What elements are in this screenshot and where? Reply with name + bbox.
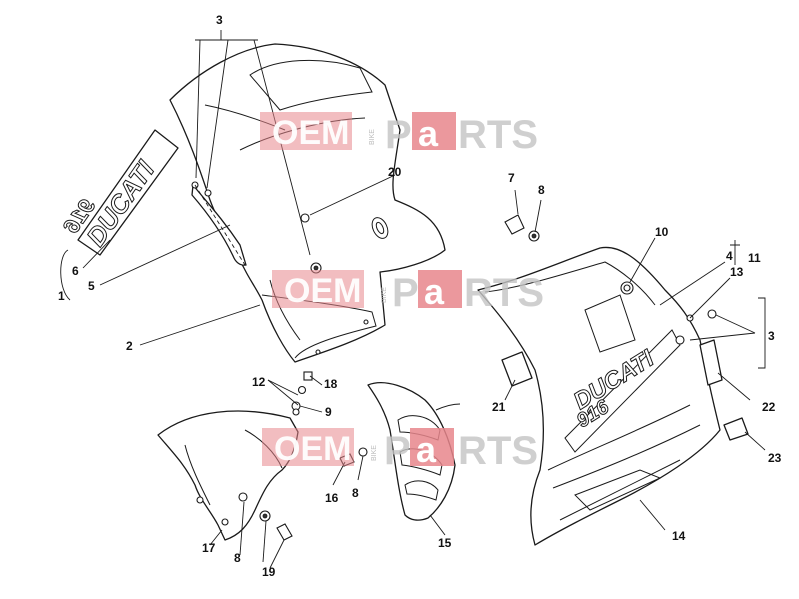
callout-13: 13	[730, 265, 744, 279]
callout-4: 4	[726, 249, 733, 263]
left-decal-ducati: DUCATI 916	[58, 129, 179, 256]
watermark-a-text: a	[418, 113, 439, 154]
watermark-rts-text: RTS	[464, 271, 544, 315]
callout-3b: 3	[768, 329, 775, 343]
callout-23: 23	[768, 451, 782, 465]
watermark-rts-text: RTS	[458, 113, 538, 157]
callout-14: 14	[672, 529, 686, 543]
watermark-rts-text: RTS	[458, 429, 538, 473]
watermark-bike-text: BIKE	[371, 445, 378, 461]
callout-labels: 1 2 3 3 4 5 6 7 8 8 8 9 10 11 12 13 14 1…	[58, 13, 782, 579]
callout-18: 18	[324, 377, 338, 391]
small-pads	[501, 339, 749, 441]
watermark-bike-text: BIKE	[369, 129, 376, 145]
callout-16: 16	[325, 491, 339, 505]
callout-1: 1	[58, 289, 65, 303]
watermark-a-text: a	[424, 271, 445, 312]
callout-17: 17	[202, 541, 216, 555]
watermark-oem-text: OEM	[274, 430, 351, 468]
hardware-fasteners	[191, 181, 717, 541]
callout-15: 15	[438, 536, 452, 550]
callout-20: 20	[388, 165, 402, 179]
watermark-a-text: a	[416, 429, 437, 470]
callout-6: 6	[72, 264, 79, 278]
watermark-p-text: P	[384, 429, 411, 473]
watermark-p-text: P	[385, 113, 412, 157]
watermark-oem-bike-parts-2: OEM BIKE P a RTS	[272, 270, 544, 315]
watermark-oem-text: OEM	[284, 272, 361, 310]
watermark-oem-bike-parts-3: OEM BIKE P a RTS	[262, 428, 538, 473]
callout-2: 2	[126, 339, 133, 353]
callout-9: 9	[325, 405, 332, 419]
right-fairing-panel: DUCATI 916	[477, 246, 721, 546]
watermark-p-text: P	[392, 271, 419, 315]
callout-19: 19	[262, 565, 276, 579]
callout-5: 5	[88, 279, 95, 293]
callout-10: 10	[655, 225, 669, 239]
leader-lines	[60, 30, 766, 569]
callout-12: 12	[252, 375, 266, 389]
watermark-oem-text: OEM	[272, 114, 349, 152]
callout-7: 7	[508, 171, 515, 185]
callout-8c: 8	[234, 551, 241, 565]
callout-22: 22	[762, 400, 776, 414]
callout-8b: 8	[352, 486, 359, 500]
callout-21: 21	[492, 400, 506, 414]
watermark-bike-text: BIKE	[381, 287, 388, 303]
watermark-oem-bike-parts-1: OEM BIKE P a RTS	[260, 112, 538, 157]
callout-3a: 3	[216, 13, 223, 27]
callout-11: 11	[748, 251, 761, 265]
callout-8a: 8	[538, 183, 545, 197]
